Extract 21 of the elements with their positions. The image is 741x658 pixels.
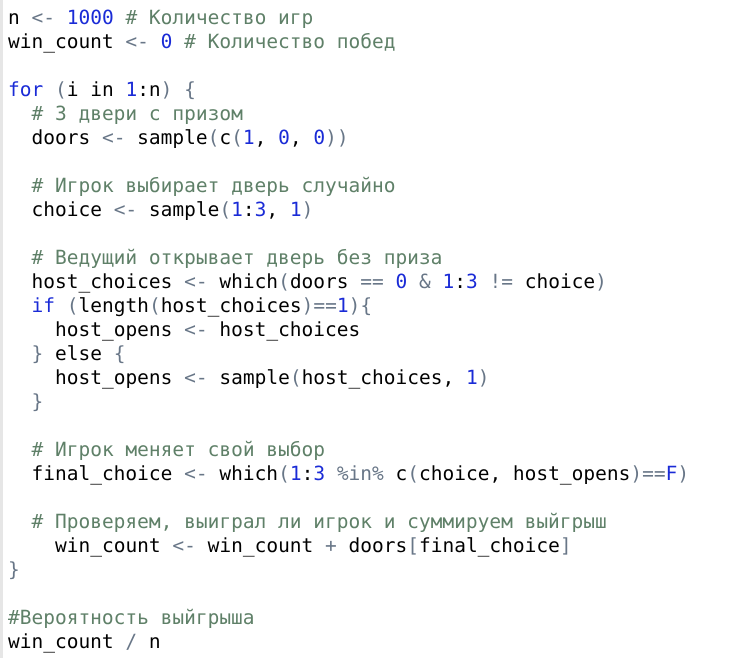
code-comment: # Ведущий открывает дверь без приза [32, 246, 442, 270]
code-line: final_choice <- which(1:3 %in% c(choice, host_opens)==F) [32, 462, 690, 486]
code-line: doors <- sample(c(1, 0, 0)) [32, 126, 349, 150]
code-comment: #Вероятность выйгрыша [8, 606, 255, 630]
code-comment: # Проверяем, выиграл ли игрок и суммируем выйгрыш [32, 510, 607, 534]
code-line: host_choices <- which(doors == 0 & 1:3 != choice) [32, 270, 607, 294]
code-line: if (length(host_choices)==1){ [32, 294, 372, 318]
code-comment: # Игрок выбирает дверь случайно [32, 174, 396, 198]
code-line: win_count <- 0 # Количество побед [8, 30, 396, 54]
code-line: } [8, 558, 20, 582]
code-line: n <- 1000 # Количество игр [8, 6, 314, 30]
code-line: } else { [32, 342, 126, 366]
code-comment: # Игрок меняет свой выбор [32, 438, 325, 462]
code-line: win_count <- win_count + doors[final_choice] [55, 534, 572, 558]
code-comment: # 3 двери с призом [32, 102, 243, 126]
code-line: } [32, 390, 44, 414]
code-line: win_count / n [8, 630, 161, 654]
code-line: host_opens <- sample(host_choices, 1) [55, 366, 490, 390]
code-line: for (i in 1:n) { [8, 78, 196, 102]
code-line: host_opens <- host_choices [55, 318, 360, 342]
code-line: choice <- sample(1:3, 1) [32, 198, 314, 222]
